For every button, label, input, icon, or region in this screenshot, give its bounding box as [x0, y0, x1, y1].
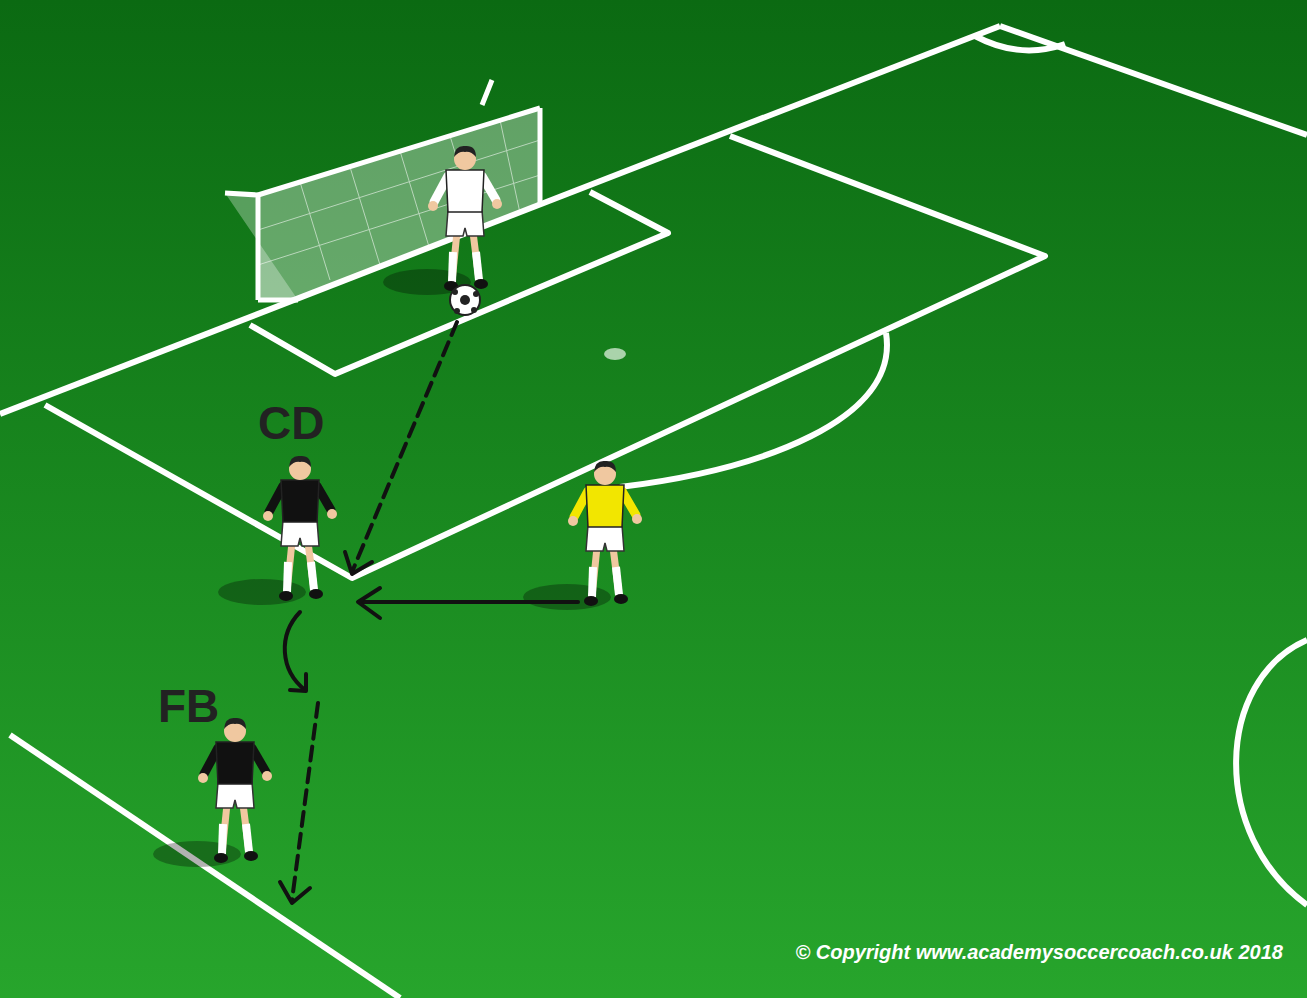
copyright-watermark: © Copyright www.academysoccercoach.co.uk… [795, 942, 1283, 962]
position-label: CD [258, 400, 324, 446]
position-label: FB [158, 683, 219, 729]
goal [225, 80, 540, 300]
ball [450, 285, 480, 315]
